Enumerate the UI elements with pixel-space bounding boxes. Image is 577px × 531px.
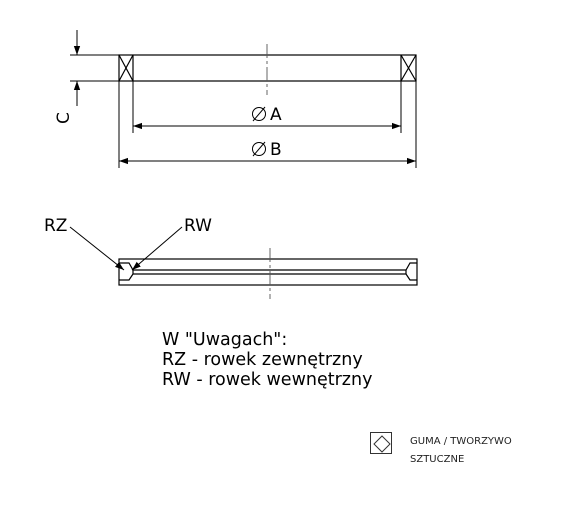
dimension-a bbox=[132, 81, 402, 133]
bottom-ring-view bbox=[118, 258, 418, 286]
diameter-a-icon bbox=[252, 106, 266, 122]
ring-outline-top bbox=[118, 54, 417, 82]
ring-outline-bottom bbox=[118, 258, 418, 286]
dimension-c bbox=[70, 30, 119, 106]
dimension-c-label: C bbox=[54, 112, 74, 124]
rz-leader bbox=[69, 226, 125, 271]
material-legend: GUMA / TWORZYWO SZTUCZNE bbox=[370, 432, 570, 472]
rw-leader bbox=[131, 226, 183, 271]
legend-line-2: SZTUCZNE bbox=[410, 454, 465, 465]
inner-groove-line bbox=[119, 273, 417, 281]
outer-groove-line bbox=[119, 262, 417, 271]
notes-line-rw: RW - rowek wewnętrzny bbox=[162, 370, 373, 390]
legend-text: GUMA / TWORZYWO SZTUCZNE bbox=[410, 433, 550, 469]
rz-label: RZ bbox=[44, 216, 67, 236]
dimension-b bbox=[118, 81, 417, 168]
diameter-b-icon bbox=[252, 141, 266, 157]
legend-symbol-icon bbox=[370, 432, 392, 454]
top-ring-view bbox=[118, 54, 417, 82]
notes-block: W "Uwagach": RZ - rowek zewnętrzny RW - … bbox=[162, 330, 372, 390]
legend-line-1: GUMA / TWORZYWO bbox=[410, 436, 512, 447]
dimension-a-label: A bbox=[270, 105, 282, 125]
dimension-b-label: B bbox=[270, 140, 282, 160]
notes-title: W "Uwagach": bbox=[162, 330, 288, 350]
notes-line-rz: RZ - rowek zewnętrzny bbox=[162, 350, 363, 370]
groove-leaders bbox=[69, 226, 183, 271]
rw-label: RW bbox=[184, 216, 212, 236]
